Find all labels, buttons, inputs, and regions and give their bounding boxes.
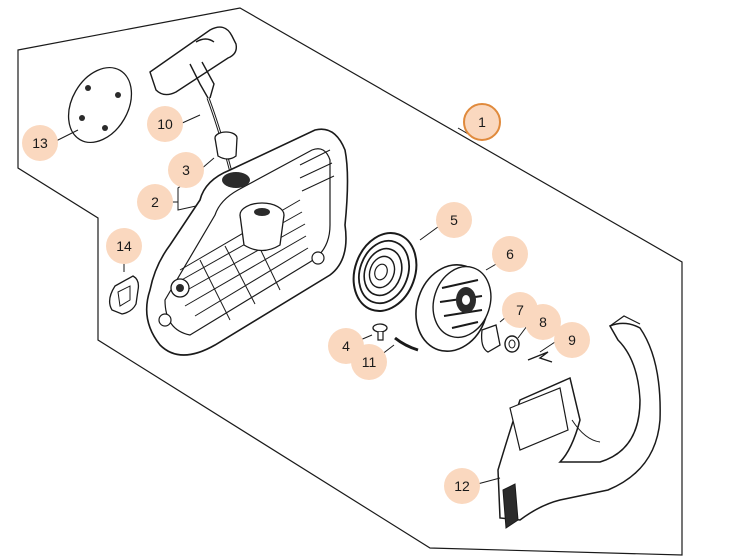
part-12-shroud [497, 315, 661, 529]
callout-2: 2 [137, 184, 173, 220]
part-5-rewind-spring [352, 232, 418, 312]
callout-10: 10 [147, 106, 183, 142]
svg-text:9: 9 [568, 332, 576, 348]
callout-9: 9 [554, 322, 590, 358]
callout-3: 3 [168, 152, 204, 188]
part-3-rope-guide [214, 131, 238, 160]
svg-text:12: 12 [454, 478, 470, 494]
callout-12: 12 [444, 468, 480, 504]
svg-text:2: 2 [151, 194, 159, 210]
callout-1: 1 [463, 103, 501, 141]
part-13-cover-plate [67, 66, 133, 144]
svg-text:4: 4 [342, 338, 350, 354]
part-2-fan-housing [145, 128, 349, 356]
callout-13: 13 [22, 125, 58, 161]
callout-8: 8 [525, 304, 561, 340]
callout-14: 14 [106, 228, 142, 264]
svg-text:3: 3 [182, 162, 190, 178]
part-8-washer [504, 335, 520, 353]
callout-11: 11 [351, 344, 387, 380]
callout-6: 6 [492, 236, 528, 272]
svg-text:14: 14 [116, 238, 132, 254]
part-11-starter-rope [394, 336, 419, 352]
callout-5: 5 [436, 202, 472, 238]
svg-text:5: 5 [450, 212, 458, 228]
svg-text:6: 6 [506, 246, 514, 262]
part-4-screw [372, 323, 388, 341]
svg-text:13: 13 [32, 135, 48, 151]
part-14-grommet [108, 275, 140, 315]
svg-text:8: 8 [539, 314, 547, 330]
part-7-pawl [480, 324, 501, 353]
svg-text:1: 1 [478, 114, 486, 130]
diagram-frame [17, 7, 683, 556]
svg-text:10: 10 [157, 116, 173, 132]
part-9-spring-clip [527, 351, 553, 363]
part-6-rope-rotor [415, 263, 492, 353]
svg-text:11: 11 [362, 354, 377, 370]
svg-text:7: 7 [516, 302, 524, 318]
